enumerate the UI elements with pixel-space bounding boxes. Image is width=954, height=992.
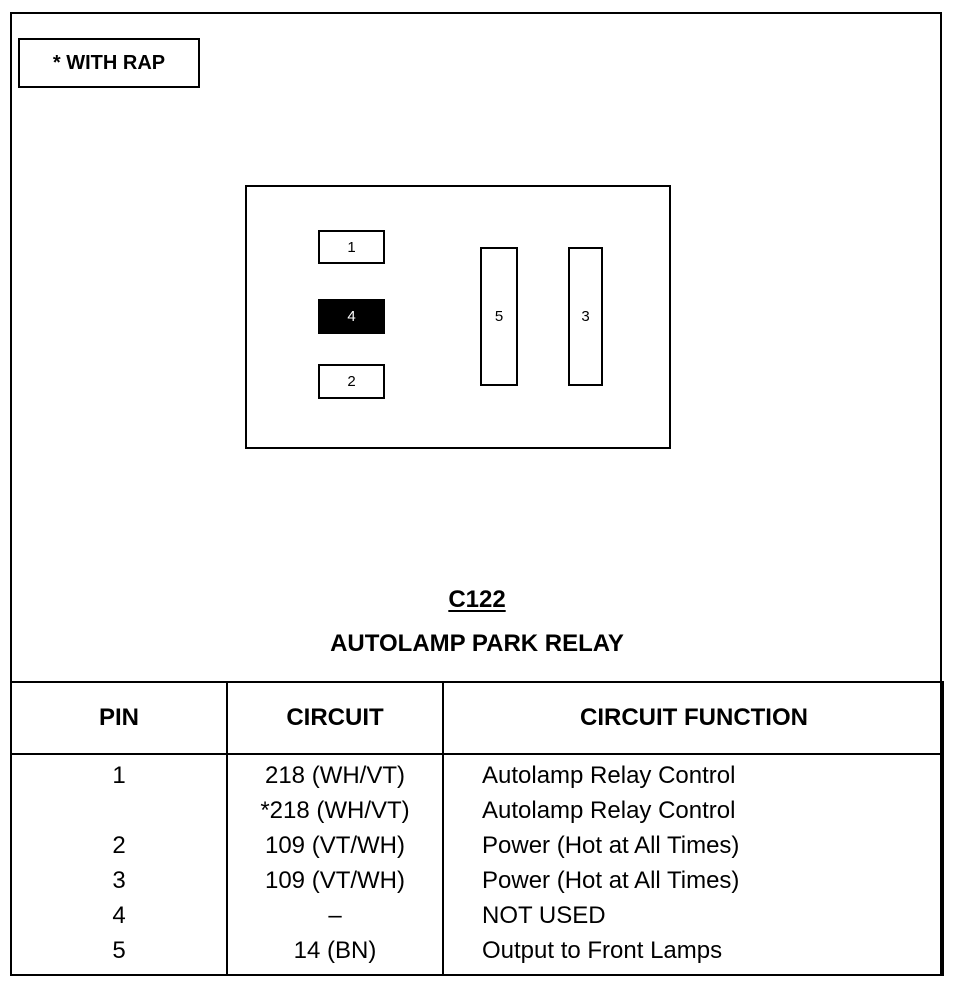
function-cell: Output to Front Lamps	[482, 937, 723, 964]
pin-cell: 2	[112, 832, 126, 859]
header-circuit-function: CIRCUIT FUNCTION	[580, 704, 808, 731]
pin-1: 1	[318, 230, 385, 264]
pinout-table: PIN CIRCUIT CIRCUIT FUNCTION 1 218 (WH/V…	[10, 681, 944, 976]
pin-cell: 1	[112, 762, 126, 789]
circuit-cell: *218 (WH/VT)	[260, 797, 410, 824]
legend-box: * WITH RAP	[18, 38, 200, 88]
function-cell: Power (Hot at All Times)	[482, 832, 740, 859]
header-pin: PIN	[98, 704, 139, 731]
connector-face: 1 4 2 5 3	[245, 185, 671, 449]
pin-4: 4	[318, 299, 385, 334]
circuit-cell: 109 (VT/WH)	[264, 832, 405, 859]
column-divider	[226, 683, 228, 974]
pin-5: 5	[480, 247, 518, 386]
pin-3: 3	[568, 247, 603, 386]
function-cell: NOT USED	[482, 902, 606, 929]
pin-cell: 5	[112, 937, 126, 964]
circuit-cell: –	[328, 902, 342, 929]
header-divider	[12, 753, 942, 755]
function-cell: Autolamp Relay Control	[482, 797, 736, 824]
pin-cell: 3	[112, 867, 126, 894]
connector-name: AUTOLAMP PARK RELAY	[330, 630, 624, 657]
connector-id: C122	[448, 586, 506, 613]
function-cell: Autolamp Relay Control	[482, 762, 736, 789]
circuit-cell: 109 (VT/WH)	[264, 867, 405, 894]
circuit-cell: 14 (BN)	[293, 937, 377, 964]
pin-2: 2	[318, 364, 385, 399]
circuit-cell: 218 (WH/VT)	[264, 762, 405, 789]
column-divider	[442, 683, 444, 974]
header-circuit: CIRCUIT	[286, 704, 384, 731]
function-cell: Power (Hot at All Times)	[482, 867, 740, 894]
pin-cell: 4	[112, 902, 126, 929]
